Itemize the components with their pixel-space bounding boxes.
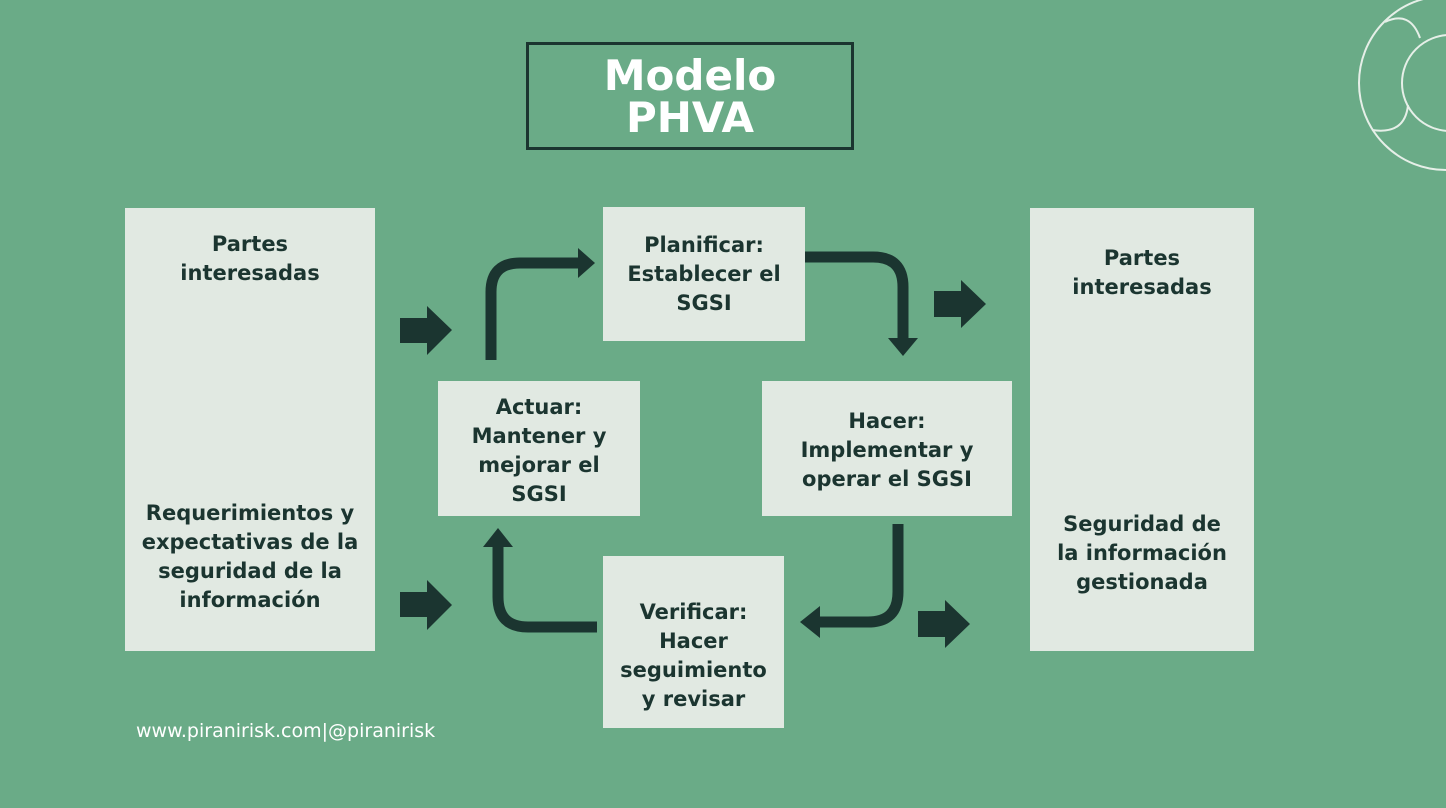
actuar-box: Actuar: Mantener y mejorar el SGSI	[438, 381, 640, 516]
left-panel: Partes interesadas Requerimientos y expe…	[125, 208, 375, 651]
hacer-text: Implementar y operar el SGSI	[800, 438, 974, 491]
arrow-actuar-to-planificar	[485, 257, 580, 360]
arrowhead-left-icon	[800, 606, 820, 638]
title-line1: Modelo	[603, 51, 777, 100]
planificar-text: Establecer el SGSI	[627, 262, 781, 315]
arrow-hacer-to-verificar	[818, 524, 904, 628]
left-panel-top: Partes interesadas	[180, 232, 320, 285]
arrowhead-down-icon	[888, 338, 918, 356]
planificar-label: Planificar:	[644, 233, 764, 257]
verificar-label: Verificar:	[639, 600, 748, 624]
actuar-text: Mantener y mejorar el SGSI	[471, 424, 607, 506]
block-arrow-left-bottom	[400, 580, 452, 630]
arrow-planificar-to-hacer	[805, 251, 909, 340]
planificar-box: Planificar: Establecer el SGSI	[603, 207, 805, 341]
right-panel-top: Partes interesadas	[1072, 246, 1212, 299]
arrowhead-up-icon	[483, 528, 513, 547]
title-line2: PHVA	[625, 93, 755, 142]
actuar-label: Actuar:	[495, 395, 583, 419]
arrow-verificar-to-actuar	[492, 545, 597, 633]
logo-circles-icon	[1358, 0, 1446, 171]
arrowhead-right-icon	[578, 248, 595, 278]
left-panel-bottom: Requerimientos y expectativas de la segu…	[141, 501, 359, 612]
block-arrow-left-top	[400, 306, 452, 355]
verificar-box: Verificar: Hacer seguimiento y revisar	[603, 556, 784, 728]
hacer-box: Hacer: Implementar y operar el SGSI	[762, 381, 1012, 516]
page-title: Modelo PHVA	[526, 42, 854, 150]
right-panel-bottom: Seguridad de la información gestionada	[1057, 512, 1227, 594]
footer-credits: www.piranirisk.com|@piranirisk	[136, 720, 436, 742]
block-arrow-right-bottom	[918, 600, 970, 648]
block-arrow-right-top	[934, 280, 986, 328]
right-panel: Partes interesadas Seguridad de la infor…	[1030, 208, 1254, 651]
hacer-label: Hacer:	[848, 409, 926, 433]
verificar-text: Hacer seguimiento y revisar	[620, 629, 767, 711]
